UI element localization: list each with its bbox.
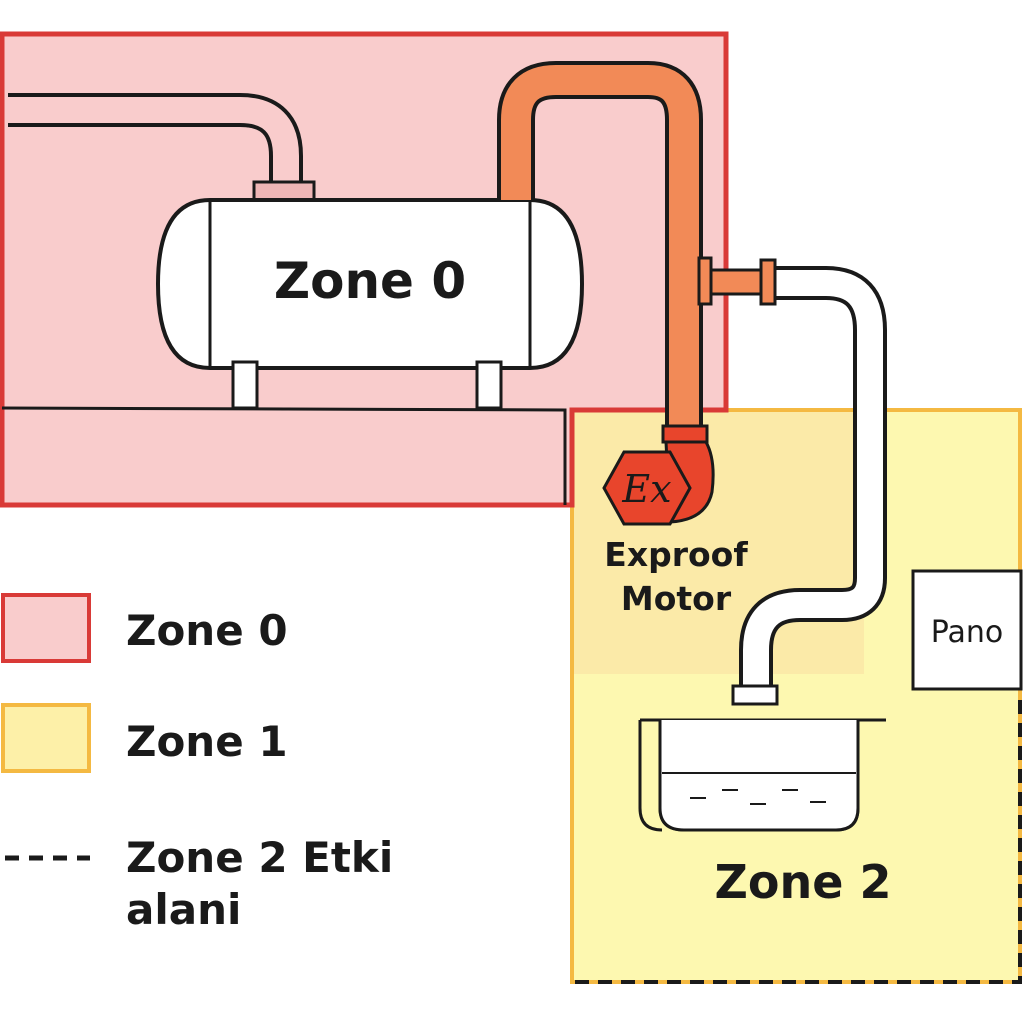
zone2-label: Zone 2 [715, 855, 892, 909]
outlet-nozzle [731, 684, 779, 706]
zone2-dashed-boundary [572, 700, 1022, 984]
flange-right [759, 258, 777, 306]
tank-label: Zone 0 [274, 252, 466, 310]
legend-label-zone2-line1: Zone 2 Etki [126, 833, 393, 882]
legend-label-zone2-line2: alani [126, 885, 241, 934]
flange-left [697, 256, 713, 306]
legend-swatch-zone1 [1, 703, 91, 773]
panel-label: Pano [931, 615, 1004, 650]
ex-symbol-text: Ex [621, 467, 671, 511]
basin-inner [658, 720, 860, 832]
flange-pipe [709, 268, 763, 296]
ground-slab [1, 406, 567, 505]
legend-label-zone0: Zone 0 [126, 606, 288, 655]
tank-leg-right [475, 360, 503, 410]
motor-coupling [661, 424, 709, 444]
ex-symbol [602, 450, 692, 526]
legend: Zone 0 Zone 1 Zone 2 Etki alani [1, 593, 393, 934]
tank-leg-left [231, 360, 259, 410]
panel-box [911, 569, 1023, 691]
legend-swatch-zone0 [1, 593, 91, 663]
motor-label-line2: Motor [621, 579, 732, 618]
motor-label-line1: Exproof [604, 535, 748, 574]
legend-label-zone1: Zone 1 [126, 717, 288, 766]
liquid-ripples [690, 789, 826, 805]
